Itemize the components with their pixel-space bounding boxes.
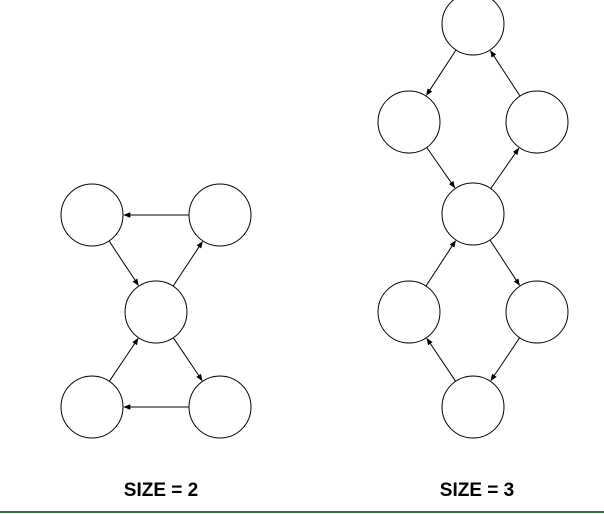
node-size-3-upper-right xyxy=(505,90,569,154)
edge-size-3-lower-right-to-bottom xyxy=(490,337,521,382)
bottom-divider xyxy=(0,511,604,513)
node-size-3-lower-left xyxy=(377,280,441,344)
edge-size-2-bottom-left-to-center xyxy=(108,337,139,382)
edge-size-2-center-to-top-right xyxy=(172,241,203,287)
node-size-2-center xyxy=(124,280,188,344)
edge-size-3-bottom-to-lower-left xyxy=(426,337,457,382)
edge-size-2-center-to-bottom-right xyxy=(172,337,203,382)
edge-size-3-center-to-lower-right xyxy=(489,239,520,286)
node-size-2-bottom-right xyxy=(188,375,252,439)
node-size-3-center xyxy=(441,182,505,246)
edge-size-3-upper-right-to-top xyxy=(490,50,521,97)
node-size-3-upper-left xyxy=(377,90,441,154)
node-size-3-bottom xyxy=(441,375,505,439)
node-size-3-top xyxy=(441,0,505,56)
edge-size-2-top-left-to-center xyxy=(108,240,139,286)
node-size-2-top-left xyxy=(60,183,124,247)
node-size-3-lower-right xyxy=(505,280,569,344)
edge-size-3-lower-left-to-center xyxy=(425,240,456,287)
node-size-2-bottom-left xyxy=(60,375,124,439)
caption-size-3: SIZE = 3 xyxy=(439,480,515,501)
edge-size-3-top-to-upper-left xyxy=(426,49,457,96)
node-size-2-top-right xyxy=(188,183,252,247)
caption-size-2: SIZE = 2 xyxy=(123,480,199,501)
edge-size-3-upper-left-to-center xyxy=(426,147,456,189)
edge-size-3-center-to-upper-right xyxy=(490,147,520,189)
